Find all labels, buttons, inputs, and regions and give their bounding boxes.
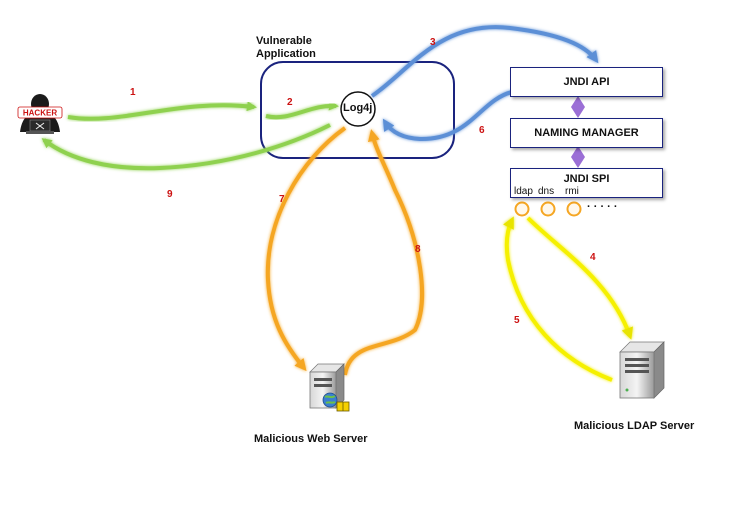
more-providers-ellipsis: · · · · · [587,201,618,213]
arrow-step-2 [265,100,339,120]
arrow-step-1 [67,101,257,121]
step-number-1: 1 [130,87,136,98]
step-number-4: 4 [590,252,596,263]
web-server-icon [309,363,350,412]
hacker-logo-text: HACKER [23,109,57,118]
arrow-step-5 [503,216,613,382]
step-number-6: 6 [479,125,485,136]
ldap-server-icon [619,341,665,399]
step-number-2: 2 [287,97,293,108]
malicious-ldap-server-label: Malicious LDAP Server [574,420,695,432]
arrow-step-3 [370,25,599,98]
jndi-spi-label: JNDI SPI [563,173,610,185]
protocol-ldap: ldap [514,186,533,197]
malicious-web-server-label: Malicious Web Server [254,433,368,445]
naming-manager-box: NAMING MANAGER [510,118,663,148]
arrow-step-7 [265,126,347,372]
jndi-api-naming-connector [571,96,585,118]
step-number-9: 9 [167,189,173,200]
naming-spi-connector [571,146,585,168]
step-number-3: 3 [430,37,436,48]
arrow-step-6 [382,90,513,142]
protocol-rmi: rmi [565,186,579,197]
log4j-node [340,91,376,127]
arrow-step-9 [41,123,331,171]
vulnerable-app-title-line1: Vulnerable [256,35,312,47]
dns-provider-circle [540,201,556,217]
hacker-icon: HACKER [17,94,63,134]
arrow-step-8 [343,129,425,376]
protocol-dns: dns [538,186,555,197]
step-number-5: 5 [514,315,520,326]
jndi-api-box: JNDI API [510,67,663,97]
ldap-provider-circle [514,201,530,217]
rmi-provider-circle [566,201,582,217]
jndi-spi-box: JNDI SPI [510,168,663,198]
log4j-label: Log4j [343,102,373,114]
vulnerable-app-title-line2: Application [256,48,316,60]
step-number-8: 8 [415,244,421,255]
arrow-step-4 [526,216,633,340]
step-number-7: 7 [279,194,285,205]
vulnerable-app-title: Vulnerable Application [256,35,316,61]
